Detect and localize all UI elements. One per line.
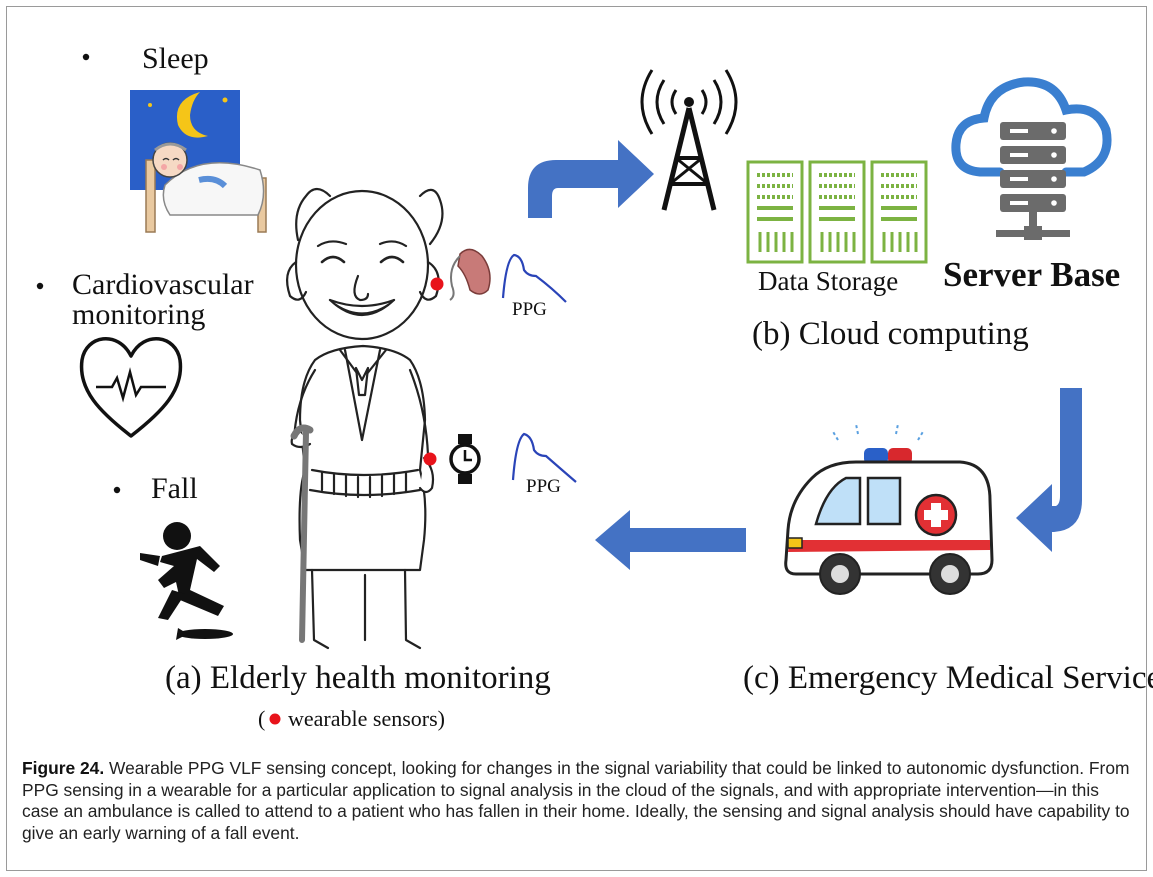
figure-frame — [6, 6, 1147, 871]
bullet-sleep: Sleep — [82, 42, 209, 75]
heartbeat-line — [96, 367, 166, 403]
figure-illustration: Sleep Cardiovascular monitoring Fall — [36, 42, 1153, 731]
sensor-legend-dot — [269, 713, 281, 725]
siren-red — [888, 448, 912, 464]
data-storage-label: Data Storage — [758, 266, 898, 296]
moon-icon — [176, 92, 208, 138]
ppg-wave-wrist: PPG — [511, 432, 577, 497]
cloud-icon — [951, 77, 1112, 177]
cloud-server-icon — [951, 77, 1112, 240]
ppg-label-ear: PPG — [512, 299, 547, 320]
panel-b-label: (b) Cloud computing — [752, 316, 1029, 352]
ambulance-window — [866, 476, 902, 526]
arrow-to-ambulance — [1016, 388, 1082, 552]
bullet-fall: Fall — [113, 472, 198, 505]
panel-c-label: (c) Emergency Medical Service — [743, 660, 1153, 696]
ambulance-windshield — [814, 476, 862, 526]
fall-icon — [140, 522, 233, 640]
antenna-tower-icon — [640, 69, 738, 211]
sleep-illustration — [130, 90, 267, 235]
sensor-note-paren: ( — [258, 706, 265, 731]
figure-caption: Figure 24. Wearable PPG VLF sensing conc… — [22, 758, 1132, 844]
heart-icon — [79, 337, 183, 438]
blanket — [162, 161, 265, 216]
server-icon — [996, 122, 1070, 240]
elderly-man-illustration — [285, 187, 444, 650]
sensor-dot-wrist — [423, 452, 437, 466]
arrow-to-patient — [595, 510, 746, 570]
ppg-label-wrist: PPG — [526, 476, 561, 497]
bullet-cardiovascular: Cardiovascular monitoring — [36, 268, 254, 331]
storage-rack — [870, 160, 928, 264]
storage-rack — [808, 160, 866, 264]
sensor-note-text: wearable sensors) — [288, 706, 445, 731]
sensor-legend: ( wearable sensors) — [258, 706, 445, 731]
arrow-to-cloud — [528, 140, 654, 218]
server-base-label: Server Base — [943, 255, 1120, 294]
ambulance-icon — [784, 423, 994, 595]
bullet-cardiovascular-label: Cardiovascular — [72, 268, 254, 301]
bed-post — [145, 159, 156, 233]
figure-caption-label: Figure 24. — [22, 758, 105, 778]
panel-a-label: (a) Elderly health monitoring — [165, 660, 551, 696]
sensor-dot-ear — [430, 277, 444, 291]
watch-icon — [449, 434, 481, 484]
siren-light-rays — [831, 423, 925, 441]
storage-rack — [746, 160, 804, 264]
siren-blue — [864, 448, 888, 464]
ppg-wave-ear: PPG — [501, 253, 567, 320]
figure-caption-text: Wearable PPG VLF sensing concept, lookin… — [22, 758, 1130, 843]
puddle — [177, 629, 233, 639]
bullet-fall-label: Fall — [151, 472, 198, 505]
star-icon — [222, 97, 228, 103]
bullet-sleep-label: Sleep — [142, 42, 209, 75]
hearing-aid-icon — [449, 248, 491, 301]
star-icon — [148, 103, 152, 107]
data-storage-icon — [746, 160, 928, 264]
bullet-monitoring-label: monitoring — [72, 298, 205, 331]
